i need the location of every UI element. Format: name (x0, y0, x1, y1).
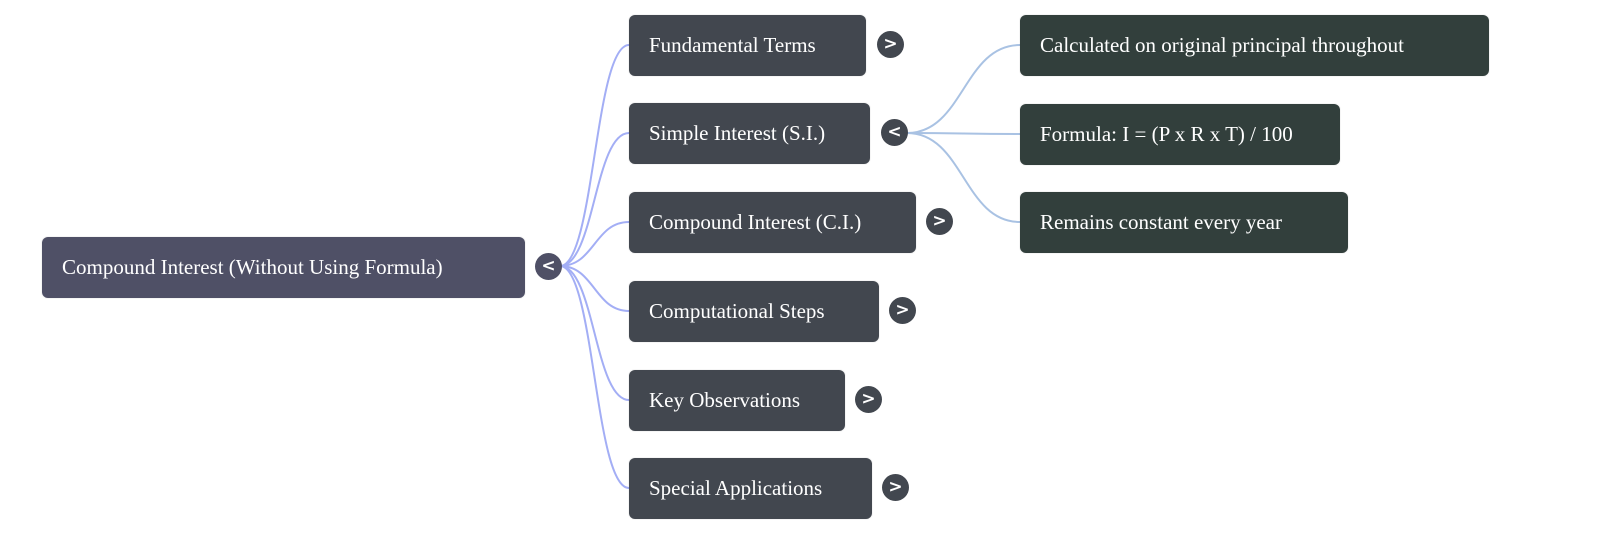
edge-root-to-child-5 (559, 265, 630, 489)
expand-toggle-icon[interactable]: > (855, 386, 882, 413)
edge-si-to-child-2 (906, 132, 1021, 223)
edge-root-to-child-0 (559, 44, 630, 267)
edge-root-to-child-4 (559, 265, 630, 401)
collapse-toggle-icon[interactable]: < (535, 253, 562, 280)
expand-toggle-icon[interactable]: > (882, 474, 909, 501)
node-key-observations[interactable]: Key Observations (629, 370, 845, 431)
node-computational-steps[interactable]: Computational Steps (629, 281, 879, 342)
collapse-toggle-icon[interactable]: < (881, 119, 908, 146)
node-compound-interest[interactable]: Compound Interest (C.I.) (629, 192, 916, 253)
node-si-formula[interactable]: Formula: I = (P x R x T) / 100 (1020, 104, 1340, 165)
expand-toggle-icon[interactable]: > (889, 297, 916, 324)
edge-si-to-child-0 (906, 44, 1021, 134)
node-fundamental-terms[interactable]: Fundamental Terms (629, 15, 866, 76)
node-si-original-principal[interactable]: Calculated on original principal through… (1020, 15, 1489, 76)
edge-si-to-child-1 (906, 132, 1021, 135)
expand-toggle-icon[interactable]: > (926, 208, 953, 235)
node-si-constant[interactable]: Remains constant every year (1020, 192, 1348, 253)
node-special-applications[interactable]: Special Applications (629, 458, 872, 519)
expand-toggle-icon[interactable]: > (877, 31, 904, 58)
edge-root-to-child-2 (559, 221, 630, 267)
edge-root-to-child-1 (559, 132, 630, 267)
edge-root-to-child-3 (559, 265, 630, 312)
node-simple-interest[interactable]: Simple Interest (S.I.) (629, 103, 870, 164)
root-node[interactable]: Compound Interest (Without Using Formula… (42, 237, 525, 298)
